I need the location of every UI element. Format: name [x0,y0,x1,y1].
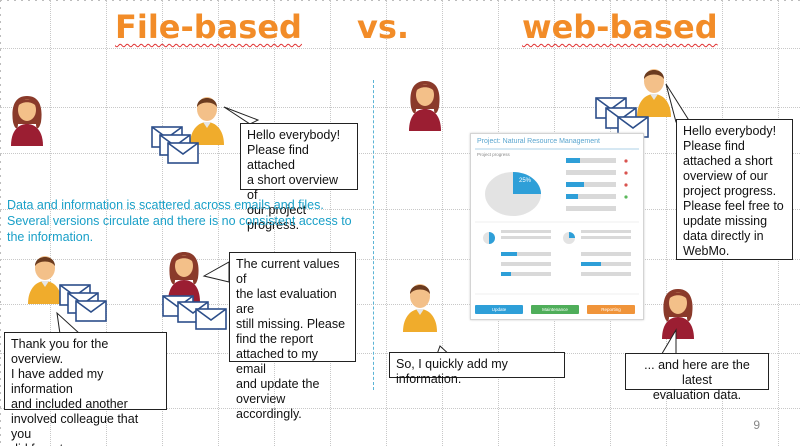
grid-line [386,0,387,446]
grid-line [0,107,800,108]
envelope-icon [75,300,107,322]
speech-bubble-quick-add: So, I quickly add my information. [389,352,565,386]
callout-pointer [223,106,260,125]
grid-line [0,153,800,154]
maintenance-button[interactable]: Maintenance [531,305,579,314]
grid-line [0,259,800,260]
screenshot-progress-label: Project progress [477,152,510,157]
grid-line [106,0,107,446]
page-number: 9 [753,418,760,432]
grid-line [0,48,800,49]
title-file-based: File-based [115,8,302,46]
person-woman-icon [168,252,200,302]
problem-statement: Data and information is scattered across… [7,198,352,244]
speech-bubble-sender: Hello everybody! Please find attached a … [240,123,358,232]
person-man-icon [28,256,62,304]
envelope-icon [195,308,227,330]
grid-line [50,0,51,446]
grid-line [330,0,331,446]
callout-pointer [202,261,230,283]
person-woman-icon [409,81,441,131]
update-button[interactable]: Update [475,305,523,314]
speech-bubble-missing: The current values of the last evaluatio… [229,252,356,421]
webmo-screenshot: Project: Natural Resource Management Pro… [470,133,644,320]
screenshot-pie-percent: 25% [519,178,532,184]
screenshot-title: Project: Natural Resource Management [477,138,600,145]
person-man-icon [403,284,437,332]
speech-bubble-web-sender: Hello everybody! Please find attached a … [676,119,793,260]
speech-bubble-latest-data: ... and here are the latest evaluation d… [625,353,769,402]
envelope-icon [167,142,199,164]
person-man-icon [190,97,224,145]
person-woman-icon [662,289,694,339]
grid-line [0,304,800,305]
grid-line [162,0,163,446]
title-vs: vs. [357,8,410,46]
reporting-button[interactable]: Reporting [587,305,635,314]
grid-line [666,0,667,446]
grid-line [274,0,275,446]
grid-line [218,0,219,446]
screenshot-graphics [475,148,639,295]
grid-line [442,0,443,446]
section-divider [373,80,374,390]
grid-line [0,408,800,409]
grid-line [0,209,800,210]
person-woman-icon [11,96,43,146]
person-man-icon [637,69,671,117]
speech-bubble-reply: Thank you for the overview. I have added… [4,332,167,446]
title-web-based: web-based [522,8,718,46]
